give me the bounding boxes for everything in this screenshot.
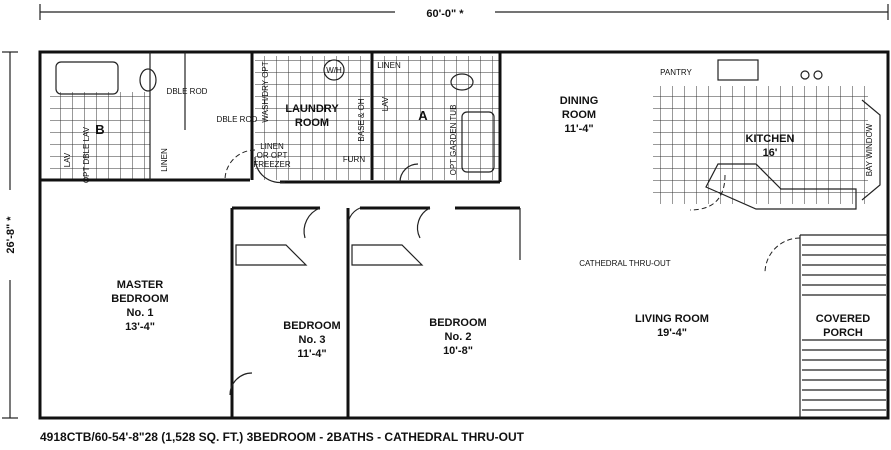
bathtub-b xyxy=(55,61,119,95)
porch-label: COVERED xyxy=(816,313,870,325)
depth-dimension: 26'-8" * xyxy=(2,51,18,419)
dble-rod-label: DBLE ROD xyxy=(167,87,208,96)
linen-freezer-label-2: OR OPT xyxy=(257,151,288,160)
interior-walls xyxy=(40,52,888,418)
wash-dry-label: WASH/DRY OPT xyxy=(261,61,270,122)
linen-label: LINEN xyxy=(377,61,401,70)
bedroom2-label-2: No. 2 xyxy=(445,331,472,343)
opt-garden-tub-label: OPT GARDEN TUB xyxy=(449,105,458,176)
dining-size: 11'-4" xyxy=(564,123,593,135)
toilet-b xyxy=(139,68,157,92)
bedroom2-label: BEDROOM xyxy=(429,317,486,329)
linen-freezer-label: LINEN xyxy=(260,142,284,151)
bay-window xyxy=(861,99,881,201)
laundry-label-2: ROOM xyxy=(295,117,329,129)
bedroom3-size: 11'-4" xyxy=(297,348,326,360)
width-dimension: 60'-0" * xyxy=(39,4,889,20)
lav-a-label: LAV xyxy=(381,96,390,111)
depth-label: 26'-8" * xyxy=(5,216,17,254)
fixtures xyxy=(55,59,881,396)
master-size: 13'-4" xyxy=(125,321,155,333)
lav-b-label: LAV xyxy=(63,152,72,167)
bath-b-label: B xyxy=(95,122,104,137)
cathedral-note: CATHEDRAL THRU-OUT xyxy=(579,259,671,268)
bay-window-label: BAY WINDOW xyxy=(865,123,874,176)
kitchen-sink xyxy=(717,59,759,81)
dining-label: DINING xyxy=(560,95,599,107)
furnace-label: FURN xyxy=(343,155,365,164)
kitchen-size: 16' xyxy=(763,147,778,159)
bedroom3-label-2: No. 3 xyxy=(299,334,326,346)
dining-label-2: ROOM xyxy=(562,109,596,121)
dble-rod-label-2: DBLE ROD xyxy=(217,115,258,124)
toilet-a xyxy=(450,73,474,91)
master-label-2: BEDROOM xyxy=(111,293,168,305)
tile-floors xyxy=(50,56,868,204)
bath-a-label: A xyxy=(418,108,428,123)
opt-dble-lav-label: OPT DBLE LAV xyxy=(82,126,91,183)
linen-label-2: LINEN xyxy=(160,148,169,172)
living-size: 19'-4" xyxy=(657,327,687,339)
porch-label-2: PORCH xyxy=(823,327,863,339)
bedroom2-size: 10'-8" xyxy=(443,345,473,357)
bedroom3-label: BEDROOM xyxy=(283,320,340,332)
pantry-label: PANTRY xyxy=(660,68,692,77)
water-heater xyxy=(323,59,345,81)
living-label: LIVING ROOM xyxy=(635,313,709,325)
kitchen-label: KITCHEN xyxy=(746,133,795,145)
garden-tub xyxy=(461,111,495,173)
master-label-3: No. 1 xyxy=(127,307,154,319)
plan-caption: 4918CTB/60-54'-8"28 (1,528 SQ. FT.) 3BED… xyxy=(40,430,525,444)
base-oh-label: BASE & OH xyxy=(357,98,366,141)
linen-freezer-label-3: FREEZER xyxy=(253,160,291,169)
laundry-label: LAUNDRY xyxy=(285,103,339,115)
porch-decking xyxy=(802,244,886,411)
master-label: MASTER xyxy=(117,279,164,291)
width-label: 60'-0" * xyxy=(426,8,464,20)
water-heater-label: W/H xyxy=(326,66,342,75)
kitchen-island xyxy=(705,163,857,210)
